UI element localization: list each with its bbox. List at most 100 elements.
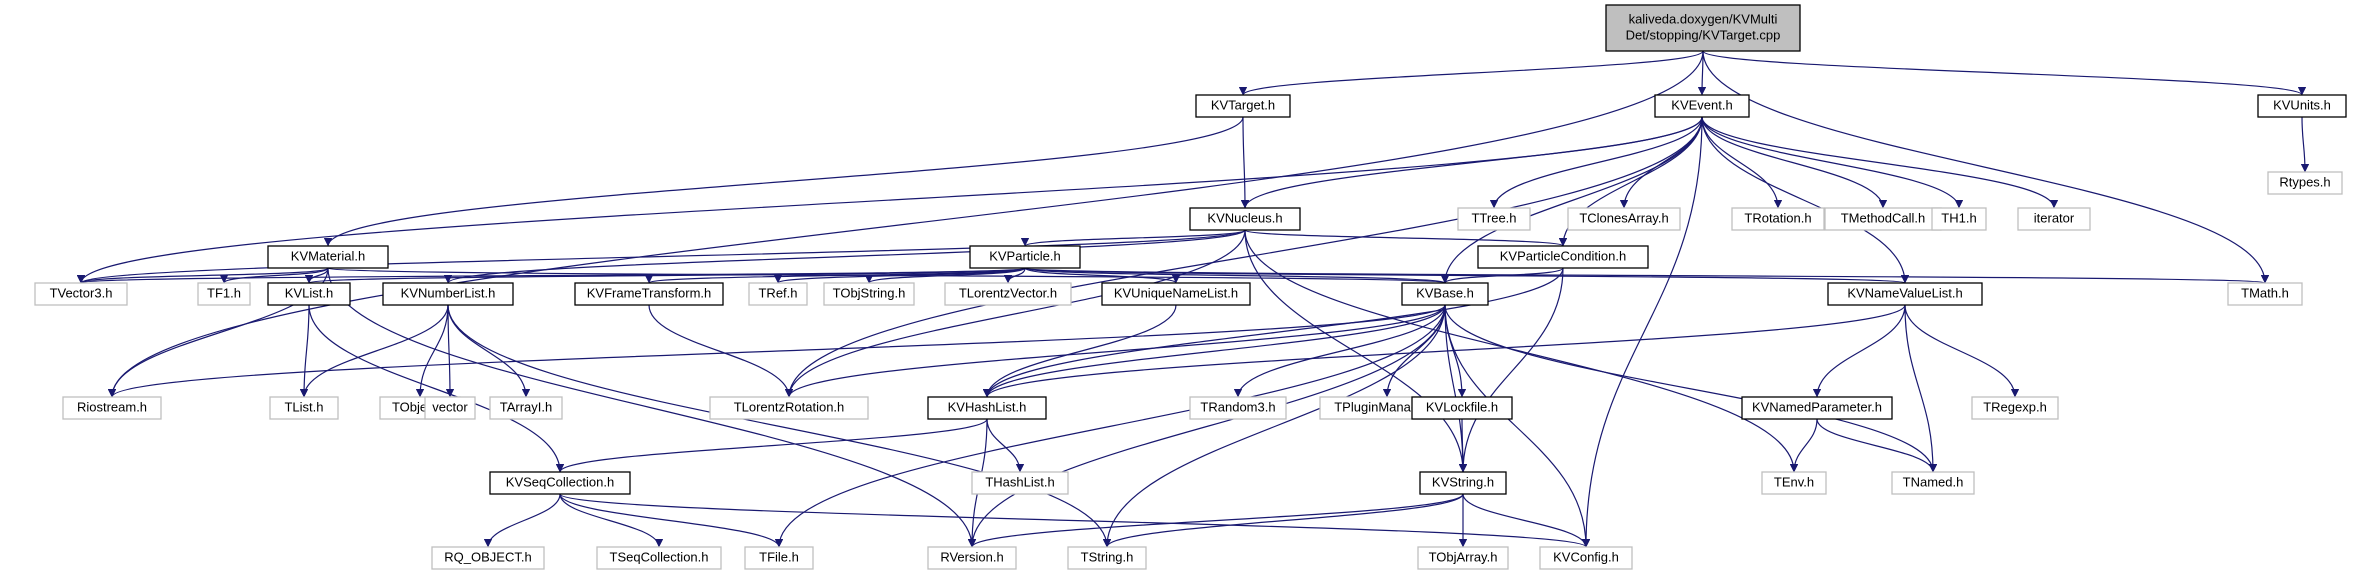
node-kvlist-h[interactable]: KVList.h [267,282,351,306]
node-box [1741,396,1893,420]
edge-kvseqcollection-to-rq_object [483,493,561,548]
node-kvtarget-h[interactable]: KVTarget.h [1195,94,1291,118]
node-label: TRef.h [758,285,797,300]
node-kvseqcollection-h[interactable]: KVSeqCollection.h [489,471,631,495]
node-label: TList.h [284,399,323,414]
edge-kvbase-to-tfile [774,304,1446,548]
node-box [927,396,1047,420]
node-label: kaliveda.doxygen/KVMulti [1629,11,1778,26]
edge-kvbase-to-tstring [1102,304,1446,548]
edge-kvmaterial-to-tf1 [219,267,329,284]
node-kvparticle-h[interactable]: KVParticle.h [969,245,1081,269]
node-label: TObjString.h [833,285,906,300]
node-label: TClonesArray.h [1579,210,1668,225]
node-box [1761,471,1827,495]
node-kvparticlecondition-h[interactable]: KVParticleCondition.h [1477,245,1649,269]
node-label: KVTarget.h [1211,97,1275,112]
edge-kvevent-to-tlorentzrotation [784,116,1703,398]
node-box [709,396,869,420]
nodes-layer: kaliveda.doxygen/KVMultiDet/stopping/KVT… [34,4,2347,570]
node-box [1457,207,1531,231]
node-kvnamevaluelist-h[interactable]: KVNameValueList.h [1827,282,1983,306]
edge-kvevent-to-tvector3 [76,116,1703,284]
edge-kvunits-to-rtypes [2300,116,2310,173]
edge-kvframetransform-to-tlorentzrotation [648,304,794,398]
node-label: THashList.h [985,474,1054,489]
edge-kvnumberlist-to-tarrayi [447,304,531,398]
edge-kvnamedparameter-to-tnamed [1816,418,1938,473]
node-label: TMethodCall.h [1841,210,1926,225]
node-box [1891,471,1975,495]
edge-kvnamevaluelist-to-kvhashlist [982,304,1906,398]
edge-kvparticle-to-kvuniquenamelist [1024,267,1181,284]
node-label: KVConfig.h [1553,549,1619,564]
node-box [944,282,1072,306]
node-kvframetransform-h[interactable]: KVFrameTransform.h [574,282,724,306]
edge-kvbase-to-tlorentzrotation [784,304,1446,398]
node-kvevent-h[interactable]: KVEvent.h [1654,94,1750,118]
edge-kvseqcollection-to-tfile [559,493,784,548]
edge-kvnucleus-to-kvparticle [1020,229,1246,247]
node-kvmaterial-h[interactable]: KVMaterial.h [267,245,389,269]
node-label: TH1.h [1941,210,1976,225]
node-box [489,471,631,495]
node-label: KVHashList.h [948,399,1027,414]
node-rtypes-h: Rtypes.h [2267,171,2343,195]
node-box [431,546,545,570]
node-box [1654,94,1750,118]
node-box [1101,282,1251,306]
edge-kvnumberlist-to-tlist [299,304,449,398]
node-label: TRegexp.h [1983,399,2047,414]
node-kvbase-h[interactable]: KVBase.h [1401,282,1489,306]
node-box [269,396,339,420]
node-kvnamedparameter-h[interactable]: KVNamedParameter.h [1741,396,1893,420]
node-rversion-h: RVersion.h [927,546,1017,570]
edge-kvnamevaluelist-to-tregexp [1904,304,2020,398]
node-box [574,282,724,306]
node-box [197,282,251,306]
edge-kvevent-to-kvnamevaluelist [1701,116,1910,284]
edge-kvevent-to-th1 [1701,116,1964,209]
edge-kvnamevaluelist-to-kvnamedparameter [1812,304,1906,398]
node-kvuniquenamelist-h[interactable]: KVUniqueNameList.h [1101,282,1251,306]
node-kvnumberlist-h[interactable]: KVNumberList.h [382,282,514,306]
node-box [2267,171,2343,195]
edge-kvlist-to-tlist [299,304,310,398]
node-box [34,282,128,306]
node-box [267,245,389,269]
node-box [1539,546,1633,570]
edge-kvhashlist-to-kvseqcollection [555,418,988,473]
node-box [744,546,814,570]
node-label: TF1.h [207,285,241,300]
node-box [748,282,808,306]
edge-kvhashlist-to-thashlist [986,418,1025,473]
node-kvstring-h[interactable]: KVString.h [1419,471,1507,495]
edge-kvbase-to-kvconfig [1444,304,1591,548]
node-tfile-h: TFile.h [744,546,814,570]
node-kvlockfile-h[interactable]: KVLockfile.h [1411,396,1513,420]
node-kvnucleus-h[interactable]: KVNucleus.h [1189,207,1301,231]
node-tvector3-h: TVector3.h [34,282,128,306]
node-box [1419,471,1507,495]
edge-kvmaterial-to-rversion [327,267,977,548]
node-trandom3-h: TRandom3.h [1189,396,1287,420]
node-label: Riostream.h [77,399,147,414]
node-tarrayi-h: TArrayI.h [489,396,563,420]
edge-kvnucleus-to-tvector3 [77,229,1246,284]
node-box [971,471,1069,495]
edge-kvparticle-to-tobjstring [864,267,1026,284]
node-label: TFile.h [759,549,799,564]
node-tclonesarray-h: TClonesArray.h [1567,207,1681,231]
edge-kvlockfile-to-kvstring [1458,418,1468,473]
edge-kvevent-to-iterator [1701,116,2059,209]
edge-kvmaterial-to-tvector3 [77,267,329,284]
node-box [424,396,476,420]
node-kvhashlist-h[interactable]: KVHashList.h [927,396,1047,420]
edge-kvparticle-to-tlorentzvector [1003,267,1026,284]
node-box [969,245,1081,269]
edge-kvnumberlist-to-tstring [447,304,1112,548]
node-kvunits-h[interactable]: KVUnits.h [2257,94,2347,118]
node-box [1827,282,1983,306]
edge-kvnumberlist-to-tobject [415,304,449,398]
node-kaliveda-doxygen-kvmultidet-stopping-kvtarget-cpp[interactable]: kaliveda.doxygen/KVMultiDet/stopping/KVT… [1605,4,1801,52]
